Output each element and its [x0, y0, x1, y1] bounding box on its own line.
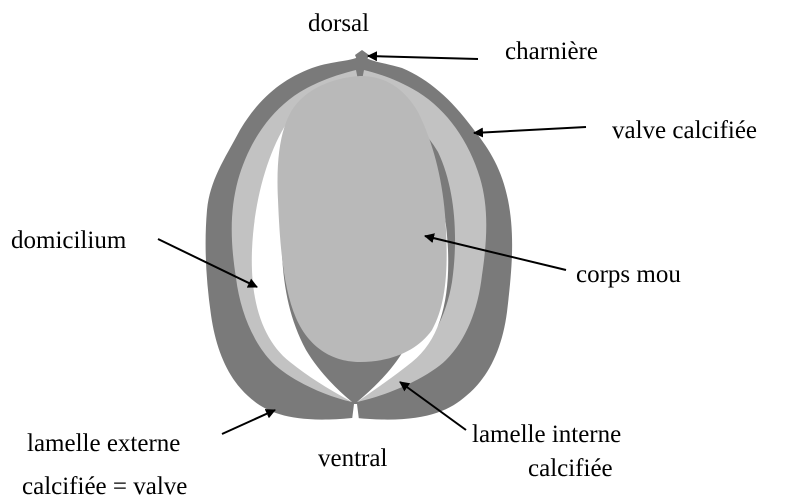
- label-lamelle-externe-line1: lamelle externe: [27, 430, 180, 457]
- label-dorsal: dorsal: [308, 10, 369, 37]
- label-valve-calcifiee: valve calcifiée: [612, 117, 757, 144]
- arrow-lamelle-externe: [222, 410, 275, 434]
- label-lamelle-interne-line2: calcifiée: [528, 455, 613, 482]
- label-charniere: charnière: [505, 38, 598, 65]
- label-lamelle-externe-line2: calcifiée = valve: [22, 473, 187, 500]
- corps-mou-shape: [278, 76, 447, 362]
- arrow-valve-calcifiee: [474, 127, 586, 133]
- arrow-charniere: [368, 56, 478, 59]
- label-ventral: ventral: [318, 445, 387, 472]
- label-domicilium: domicilium: [11, 227, 127, 254]
- label-lamelle-interne-line1: lamelle interne: [472, 421, 621, 448]
- label-corps-mou: corps mou: [576, 261, 681, 288]
